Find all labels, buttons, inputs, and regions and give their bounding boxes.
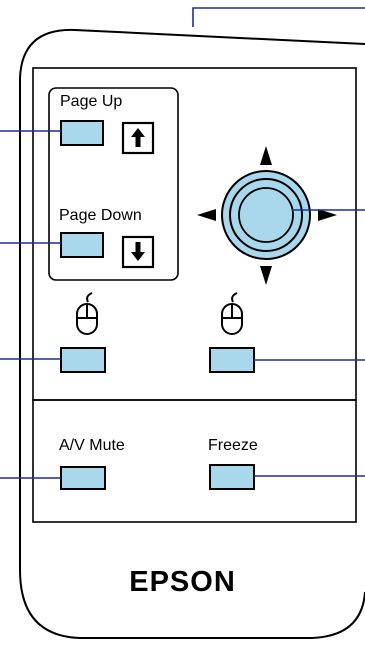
arrow-up-icon [131, 128, 145, 147]
right-mouse-icon [221, 292, 243, 335]
left-mouse-icon [76, 292, 98, 335]
callout-lines [0, 7, 365, 479]
callout-top [192, 7, 365, 27]
page-up-label: Page Up [60, 93, 123, 110]
left-click-button[interactable] [60, 347, 106, 373]
freeze-button[interactable] [209, 464, 255, 490]
joystick-inner [238, 187, 294, 243]
joystick-left-triangle-icon [197, 209, 216, 221]
page-down-label: Page Down [59, 207, 142, 224]
joystick[interactable] [221, 170, 311, 260]
av-mute-button[interactable] [60, 466, 106, 490]
joystick-right-triangle-icon [318, 209, 337, 221]
freeze-label: Freeze [208, 437, 258, 454]
page-up-button[interactable] [60, 120, 104, 146]
lower-panel [32, 399, 357, 523]
joystick-down-triangle-icon [260, 266, 272, 285]
right-click-button[interactable] [209, 347, 255, 373]
arrow-down-icon [131, 242, 145, 261]
page-down-arrow-key [121, 235, 155, 269]
page-up-arrow-key [121, 121, 155, 155]
page-down-button[interactable] [60, 232, 104, 258]
joystick-up-triangle-icon [260, 146, 272, 165]
epson-logo: EPSON [129, 566, 236, 598]
av-mute-label: A/V Mute [59, 437, 125, 454]
page-buttons-group [48, 87, 179, 281]
